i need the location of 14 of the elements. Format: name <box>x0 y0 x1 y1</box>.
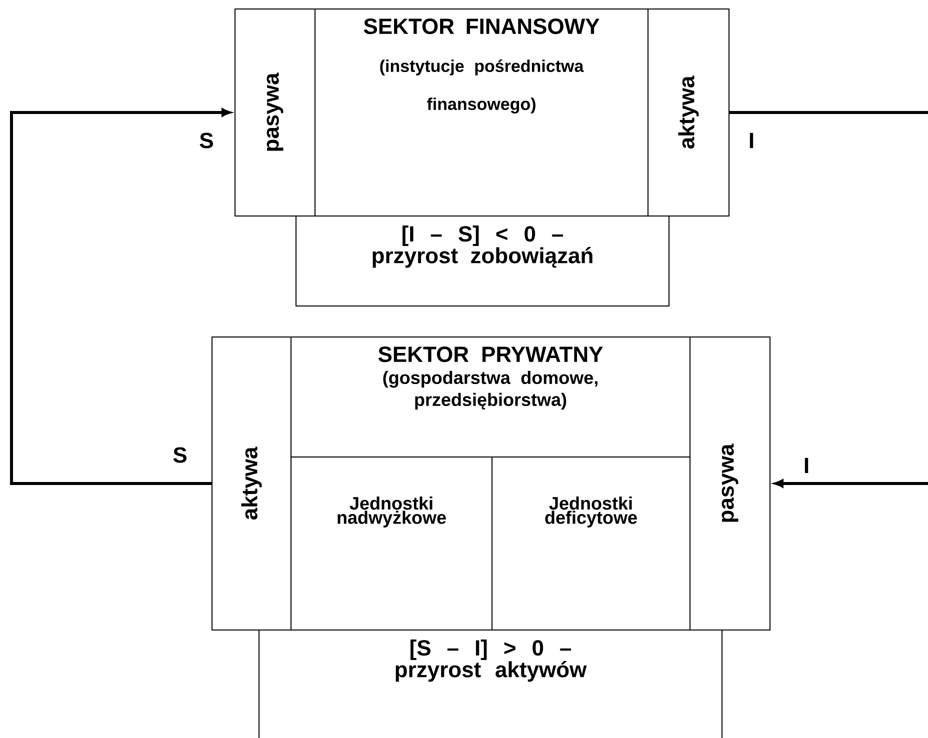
side-column-box: pasywa <box>690 336 770 630</box>
sector-box: SEKTOR PRYWATNY (gospodarstwa domowe, przedsiębiorstwa) <box>290 336 690 458</box>
sector-box: SEKTOR FINANSOWY (instytucje pośrednictwa finansowego) <box>314 8 648 216</box>
side-column-box: pasywa <box>234 8 316 216</box>
edge-label: I <box>802 456 811 474</box>
unit-box: Jednostki deficytowe <box>492 456 690 630</box>
edge-label: S <box>198 132 215 150</box>
side-column-box: aktywa <box>648 8 730 216</box>
balance-box: [S – I] > 0 – przyrost aktywów <box>258 629 722 738</box>
edge-label: I <box>747 132 756 150</box>
balance-box: [I – S] < 0 – przyrost zobowiązań <box>296 215 670 306</box>
flow-label: S <box>172 446 188 464</box>
side-column-box: aktywa <box>212 336 292 630</box>
unit-box: Jednostki nadwyżkowe <box>290 456 492 630</box>
